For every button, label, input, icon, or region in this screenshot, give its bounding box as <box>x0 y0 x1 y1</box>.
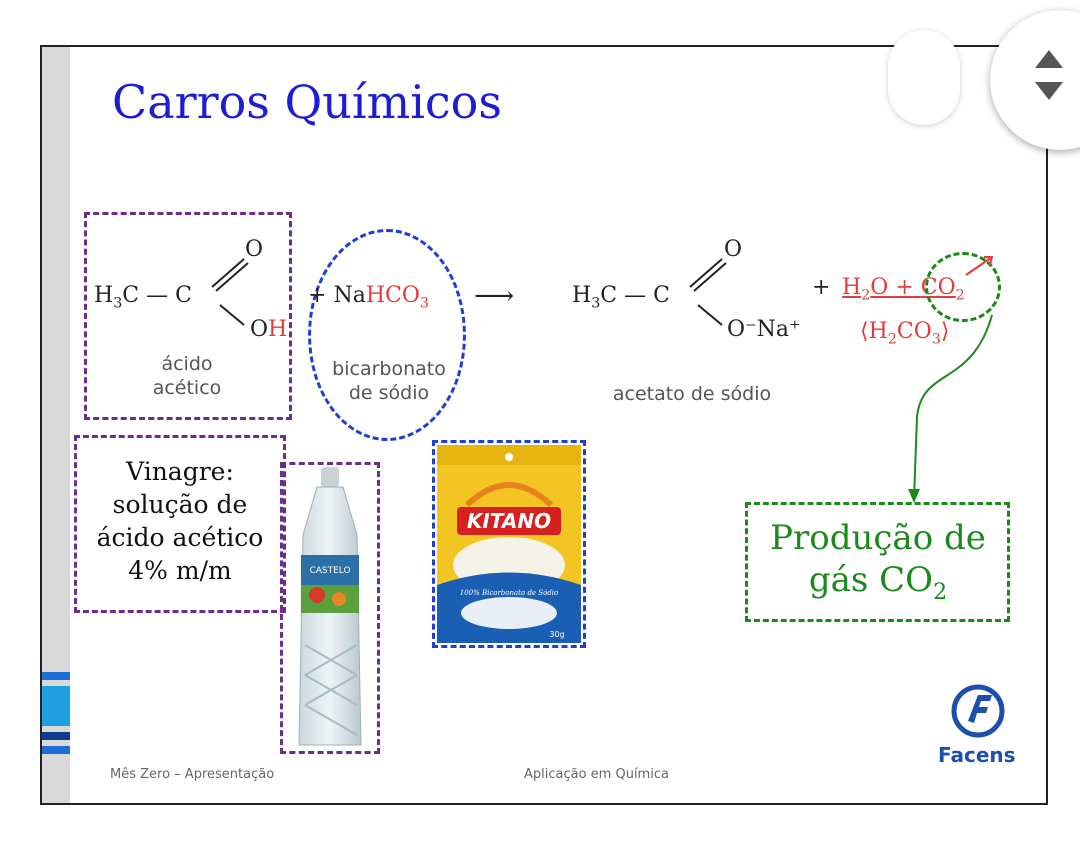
co2-ellipse <box>925 252 1001 322</box>
overlay-button[interactable] <box>888 30 960 125</box>
decorative-bars <box>42 672 70 760</box>
footer-left: Mês Zero – Apresentação <box>110 767 275 782</box>
acetic-acid-h3c: H3C — C <box>94 283 192 312</box>
sodium-acetate-bonds <box>689 258 727 326</box>
co2-arrow <box>908 256 994 503</box>
sodium-acetate-o: O <box>724 237 743 262</box>
acetic-acid-bonds <box>211 258 249 326</box>
co2-production-box <box>745 502 1010 622</box>
acetic-acid-oh: OH <box>250 317 288 342</box>
bottle-box <box>280 462 380 754</box>
slide-title: Carros Químicos <box>112 75 502 129</box>
slide: Carros Químicos H3C — C O OH ácido acéti… <box>40 45 1048 805</box>
acetic-acid-o: O <box>245 237 264 262</box>
chevron-up-down-icon <box>1035 50 1063 100</box>
sodium-acetate-label: acetato de sódio <box>612 383 772 405</box>
sodium-acetate-h3c: H3C — C <box>572 283 670 312</box>
kitano-brand: KITANO <box>467 509 551 533</box>
kitano-package-image: KITANO 100% Bicarbonato de Sódio 30g <box>437 445 581 643</box>
kitano-bag-text: 100% Bicarbonato de Sódio <box>460 589 558 597</box>
acetic-acid-box <box>84 212 292 420</box>
acetic-acid-label: ácido acético <box>152 353 222 399</box>
co2-production-text: Produção de gás CO2 <box>770 518 986 605</box>
vinegar-bottle-image: CASTELO <box>298 467 362 746</box>
bicarbonate-formula: + NaHCO3 <box>308 283 429 312</box>
kitano-weight: 30g <box>549 630 564 639</box>
bicarbonate-ellipse <box>308 229 466 441</box>
reaction-arrow: ⟶ <box>474 279 515 312</box>
facens-logo-text: Facens <box>938 743 1016 767</box>
facens-logo-icon <box>951 684 1005 738</box>
plus-2: + <box>812 275 831 300</box>
vinagre-text: Vinagre: solução de ácido acético 4% m/m <box>96 457 264 585</box>
sodium-acetate-ona: O⁻Na⁺ <box>727 317 801 342</box>
carbonic-acid-formula: ⟨H2CO3⟩ <box>860 319 950 348</box>
bottle-brand: CASTELO <box>309 566 350 576</box>
footer-center: Aplicação em Química <box>524 767 669 782</box>
bicarbonate-package-box <box>432 440 586 648</box>
vinagre-box <box>74 435 286 613</box>
bicarbonate-label: bicarbonato de sódio <box>332 358 446 404</box>
